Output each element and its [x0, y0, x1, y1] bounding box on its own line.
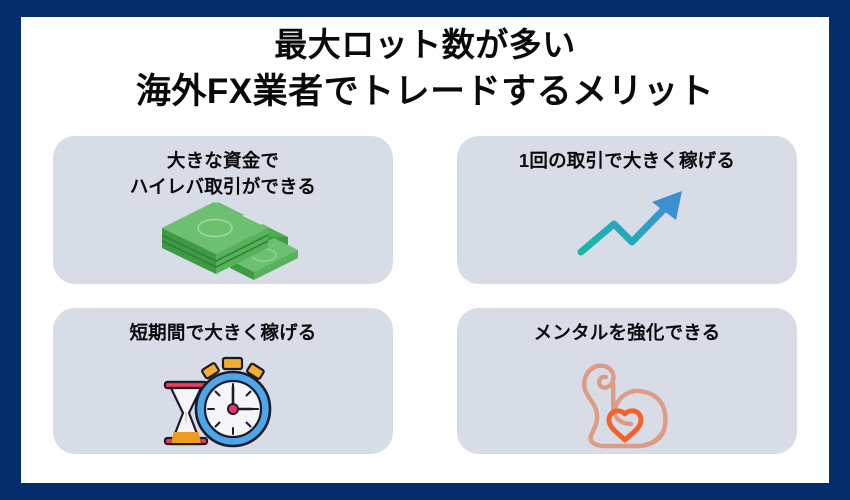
card-label: 短期間で大きく稼げる — [53, 320, 393, 346]
rising-chart-arrow-icon — [457, 186, 797, 281]
benefit-card-big-profit-short-period[interactable]: 短期間で大きく稼げる — [53, 308, 393, 454]
card-label: 大きな資金で ハイレバ取引ができる — [53, 148, 393, 200]
flexing-arm-heart-icon — [457, 356, 797, 450]
page-title-line-2: 海外FX業者でトレードするメリット — [135, 72, 715, 111]
stopwatch-hourglass-icon — [53, 354, 393, 450]
benefit-card-big-profit-single-trade[interactable]: 1回の取引で大きく稼げる — [457, 136, 797, 284]
money-stack-icon — [53, 194, 393, 280]
card-label-line-1: 大きな資金で — [166, 150, 280, 171]
poster-inner: 最大ロット数が多い 海外FX業者でトレードするメリット 大きな資金で ハイレバ取… — [21, 17, 829, 483]
card-label-line-2: ハイレバ取引ができる — [129, 176, 317, 197]
benefit-card-large-capital-high-leverage[interactable]: 大きな資金で ハイレバ取引ができる — [53, 136, 393, 284]
card-label: 1回の取引で大きく稼げる — [457, 148, 797, 174]
benefit-card-strengthen-mental[interactable]: メンタルを強化できる — [457, 308, 797, 454]
page-title-line-1: 最大ロット数が多い — [274, 26, 576, 63]
benefit-card-grid: 大きな資金で ハイレバ取引ができる — [53, 136, 797, 454]
page-title: 最大ロット数が多い 海外FX業者でトレードするメリット — [21, 22, 829, 116]
card-label: メンタルを強化できる — [457, 320, 797, 346]
card-label-line-1: メンタルを強化できる — [533, 322, 721, 343]
card-label-line-1: 1回の取引で大きく稼げる — [518, 150, 736, 171]
card-label-line-1: 短期間で大きく稼げる — [129, 322, 317, 343]
